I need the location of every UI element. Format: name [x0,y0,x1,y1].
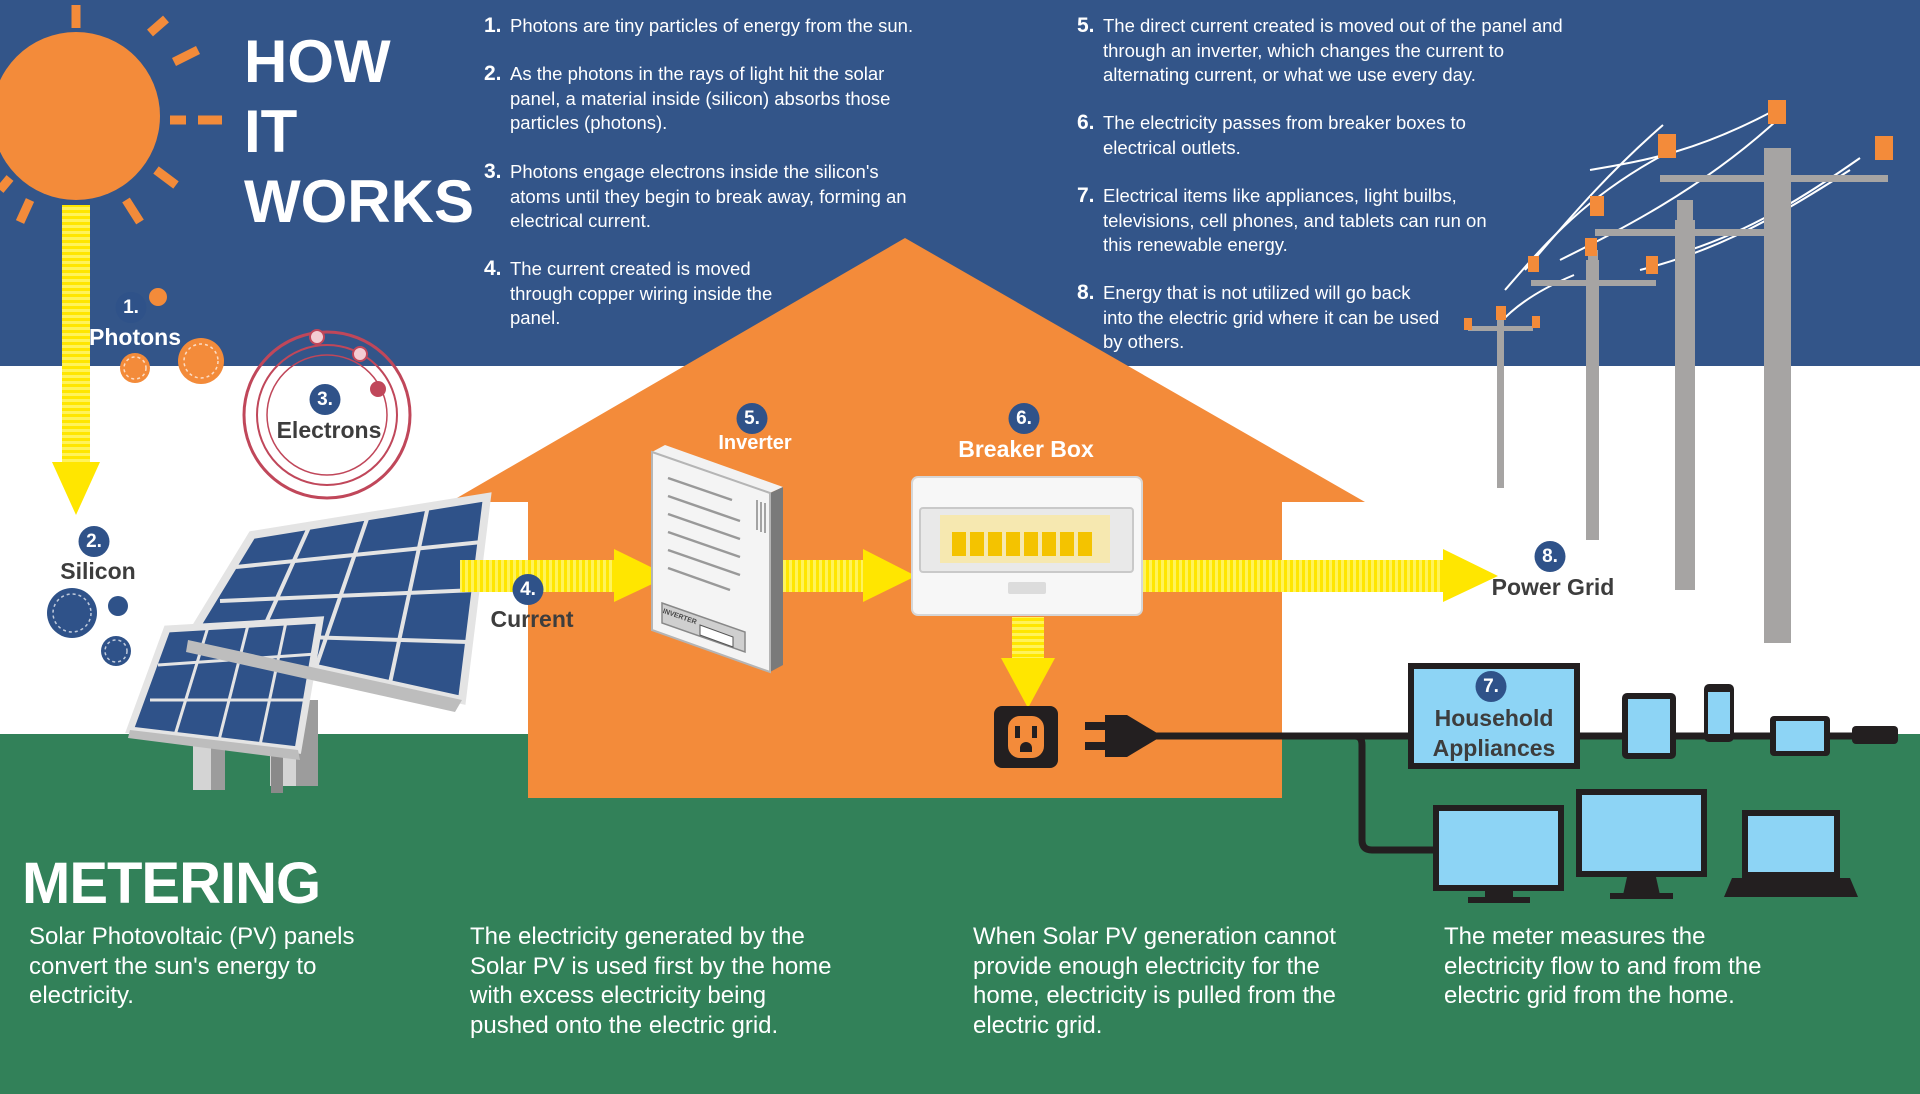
step-3: 3. Photons engage electrons inside the s… [484,160,910,234]
current-label: Current [490,606,574,632]
small-tablet-icon [1770,716,1830,756]
inverter-to-breaker-arrow [783,549,916,602]
metering-paragraph-2: The electricity generated by the Solar P… [470,923,832,1039]
title-line-it: IT [244,98,298,165]
breaker-box-icon [911,476,1143,616]
power-plug-icon [1085,715,1157,757]
sun-icon [0,5,222,225]
step-number: 2. [484,62,502,85]
electrons-number-badge: 3. [309,384,341,415]
step-text: The current created is moved through cop… [510,258,773,328]
step-5: 5. The direct current created is moved o… [1077,14,1563,88]
step-number: 6. [1077,111,1095,134]
power-grid-label: Power Grid [1491,574,1615,600]
cord-end-icon [1852,726,1898,744]
step-6: 6. The electricity passes from breaker b… [1077,111,1483,160]
electrons-label: Electrons [276,417,382,443]
step-2: 2. As the photons in the rays of light h… [484,62,910,136]
breaker-box-number-badge: 6. [1008,403,1040,434]
desktop-monitor-icon [1576,789,1707,899]
breaker-to-grid-arrow [1143,549,1498,602]
title-line-how: HOW [244,28,391,95]
step-text: The direct current created is moved out … [1103,15,1563,85]
silicon-label: Silicon [60,558,136,584]
step-text: The electricity passes from breaker boxe… [1103,112,1466,158]
step-number: 5. [1077,14,1095,37]
inverter-number-badge: 5. [736,403,768,434]
photons-number-badge: 1. [115,292,147,323]
household-appliances-number-badge: 7. [1475,671,1507,702]
step-7: 7. Electrical items like appliances, lig… [1077,184,1503,258]
breaker-to-outlet-arrow [1001,617,1055,708]
step-text: Electrical items like appliances, light … [1103,185,1487,255]
laptop-icon [1724,810,1858,897]
power-grid-number-badge: 8. [1534,541,1566,572]
current-number-badge: 4. [512,574,544,605]
step-number: 1. [484,14,502,37]
electron-rings-icon [242,329,412,500]
step-text: As the photons in the rays of light hit … [510,63,891,133]
step-8: 8. Energy that is not utilized will go b… [1077,281,1443,355]
power-grid-poles-icon [1464,100,1893,643]
inverter-icon [651,445,783,674]
metering-paragraph-4: The meter measures the electricity flow … [1444,923,1762,1009]
step-text: Photons engage electrons inside the sili… [510,161,907,231]
photon-ray-arrow [52,205,100,515]
photons-label: Photons [89,324,181,350]
step-number: 7. [1077,184,1095,207]
step-number: 4. [484,257,502,280]
breaker-box-label: Breaker Box [958,436,1094,462]
electrical-outlet-icon [994,706,1058,768]
household-appliances-label-line-1: Household [1434,705,1554,731]
step-number: 8. [1077,281,1095,304]
step-4: 4. The current created is moved through … [484,257,780,331]
photon-particles-icon [120,288,224,384]
step-number: 3. [484,160,502,183]
title-line-works: WORKS [244,168,474,235]
silicon-number-badge: 2. [78,526,110,557]
solar-panel-icon [125,492,492,793]
monitor-icon [1433,805,1564,903]
tablet-icon [1622,693,1676,759]
phone-icon [1704,684,1734,742]
household-appliances-label-line-2: Appliances [1432,735,1556,761]
metering-paragraph-3: When Solar PV generation cannot provide … [973,923,1336,1039]
inverter-label: Inverter [718,432,792,454]
silicon-particles-icon [47,588,131,666]
house-shape [450,238,1365,798]
metering-paragraph-1: Solar Photovoltaic (PV) panels convert t… [29,923,355,1009]
metering-title: METERING [22,851,321,916]
step-text: Photons are tiny particles of energy fro… [510,15,914,36]
step-text: Energy that is not utilized will go back… [1103,282,1440,352]
step-1: 1. Photons are tiny particles of energy … [484,14,950,39]
